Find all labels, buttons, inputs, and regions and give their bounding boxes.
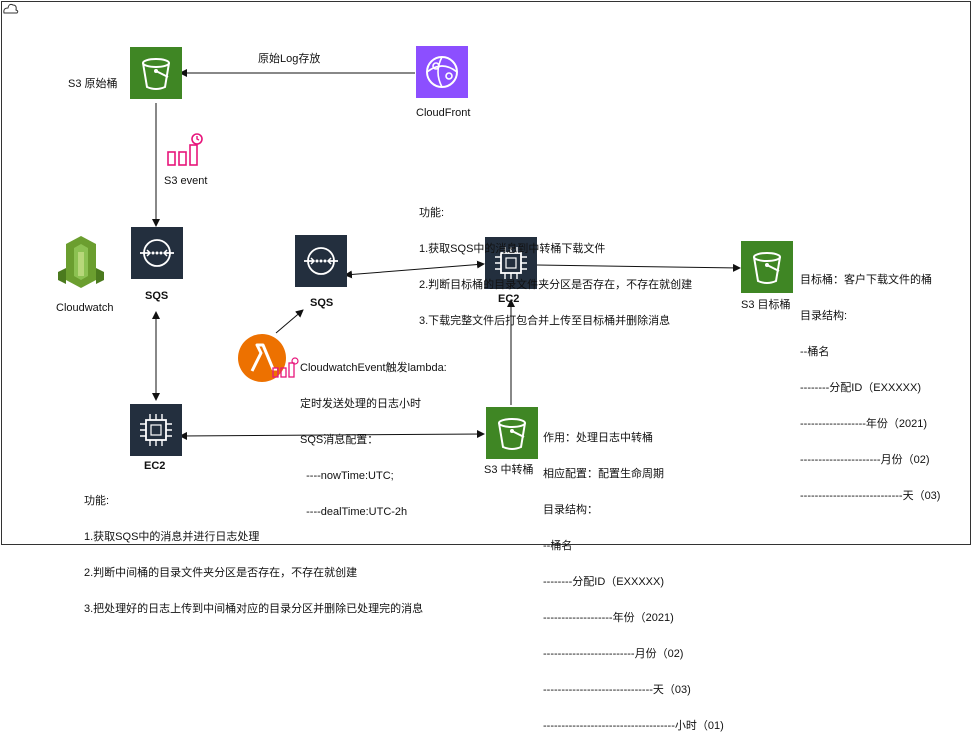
- note-line: -------------------年份（2021): [543, 612, 674, 624]
- note-line: ------------------------------天（03): [543, 684, 691, 696]
- note-line: --------分配ID（EXXXXX): [800, 382, 921, 394]
- ec2-top-chip-icon: [485, 237, 537, 289]
- sqs-mid-label: SQS: [310, 297, 334, 309]
- edge-lambda-to-sqs-mid: [275, 309, 304, 334]
- note-line: 目录结构：: [543, 504, 598, 516]
- lambda-event-icon: [272, 357, 299, 378]
- sqs-left-icon: [131, 227, 183, 279]
- s3-source-label: S3 原始桶: [68, 78, 118, 90]
- cloud-outline-icon: [3, 3, 19, 14]
- note-line: --------分配ID（EXXXXX): [543, 576, 664, 588]
- s3-target-label: S3 目标桶: [741, 299, 791, 311]
- ec2-bottom-note: 功能: 1.获取SQS中的消息并进行日志处理 2.判断中间桶的目录文件夹分区是否…: [84, 471, 423, 639]
- note-line: 3.下载完整文件后打包合并上传至目标桶并删除消息: [419, 315, 671, 327]
- cloudfront-icon: [416, 46, 468, 98]
- s3-transfer-label: S3 中转桶: [484, 464, 534, 476]
- sqs-left-label: SQS: [145, 290, 169, 302]
- edge-ec2-top-to-s3-target: [536, 263, 741, 272]
- edge-raw-log-label: 原始Log存放: [258, 53, 321, 65]
- cloudwatch-icon: [58, 236, 104, 288]
- s3-transfer-bucket-icon: [486, 407, 538, 459]
- note-line: ----nowTime:UTC;: [300, 470, 394, 482]
- note-line: 2.判断中间桶的目录文件夹分区是否存在，不存在就创建: [84, 567, 358, 579]
- note-line: SQS消息配置：: [300, 434, 379, 446]
- note-line: ----------------------------天（03): [800, 490, 941, 502]
- ec2-bottom-label: EC2: [144, 460, 166, 472]
- cloudfront-label: CloudFront: [416, 107, 471, 119]
- note-line: ----------------------月份（02): [800, 454, 930, 466]
- note-line: 3.把处理好的日志上传到中间桶对应的目录分区并删除已处理完的消息: [84, 603, 424, 615]
- ec2-top-note: 功能: 1.获取SQS中的消息到中转桶下载文件 2.判断目标桶的目录文件夹分区是…: [419, 183, 692, 351]
- note-line: ------------------年份（2021): [800, 418, 928, 430]
- note-line: CloudwatchEvent触发lambda:: [300, 362, 447, 374]
- s3-event-label: S3 event: [164, 175, 208, 187]
- note-line: 目标桶：客户下载文件的桶: [800, 274, 932, 286]
- note-line: --桶名: [800, 346, 830, 358]
- note-line: -------------------------月份（02): [543, 648, 684, 660]
- ec2-bottom-chip-icon: [130, 404, 182, 456]
- note-line: 相应配置：配置生命周期: [543, 468, 664, 480]
- note-line: ----dealTime:UTC-2h: [300, 506, 408, 518]
- note-line: 功能:: [419, 207, 445, 219]
- s3-target-note: 目标桶：客户下载文件的桶 目录结构: --桶名 --------分配ID（EXX…: [800, 250, 940, 526]
- s3-target-bucket-icon: [741, 241, 793, 293]
- edge-ec2-bottom-s3-transfer: [179, 430, 485, 440]
- diagram-graphics: [3, 3, 793, 459]
- note-line: 1.获取SQS中的消息到中转桶下载文件: [419, 243, 606, 255]
- note-line: 定时发送处理的日志小时: [300, 398, 421, 410]
- note-line: 功能:: [84, 495, 110, 507]
- note-line: 2.判断目标桶的目录文件夹分区是否存在，不存在就创建: [419, 279, 693, 291]
- lambda-note: CloudwatchEvent触发lambda: 定时发送处理的日志小时 SQS…: [300, 338, 447, 542]
- s3-transfer-note: 作用：处理日志中转桶 相应配置：配置生命周期 目录结构： --桶名 ------…: [543, 408, 724, 756]
- architecture-diagram: 原始Log存放 S3 原始桶 CloudFront S3 event Cloud…: [1, 1, 971, 732]
- note-line: 作用：处理日志中转桶: [543, 432, 653, 444]
- diagram-frame: [1, 1, 971, 545]
- sqs-mid-icon: [295, 235, 347, 287]
- s3-source-bucket-icon: [130, 47, 182, 99]
- lambda-icon: [238, 334, 286, 382]
- cloudwatch-label: Cloudwatch: [56, 302, 114, 314]
- event-icon: [167, 133, 203, 166]
- ec2-top-label: EC2: [498, 293, 520, 305]
- note-line: 1.获取SQS中的消息并进行日志处理: [84, 531, 260, 543]
- note-line: ------------------------------------小时（0…: [543, 720, 724, 732]
- note-line: 目录结构:: [800, 310, 848, 322]
- edge-sqs-mid-ec2-top: [344, 260, 485, 279]
- note-line: --桶名: [543, 540, 573, 552]
